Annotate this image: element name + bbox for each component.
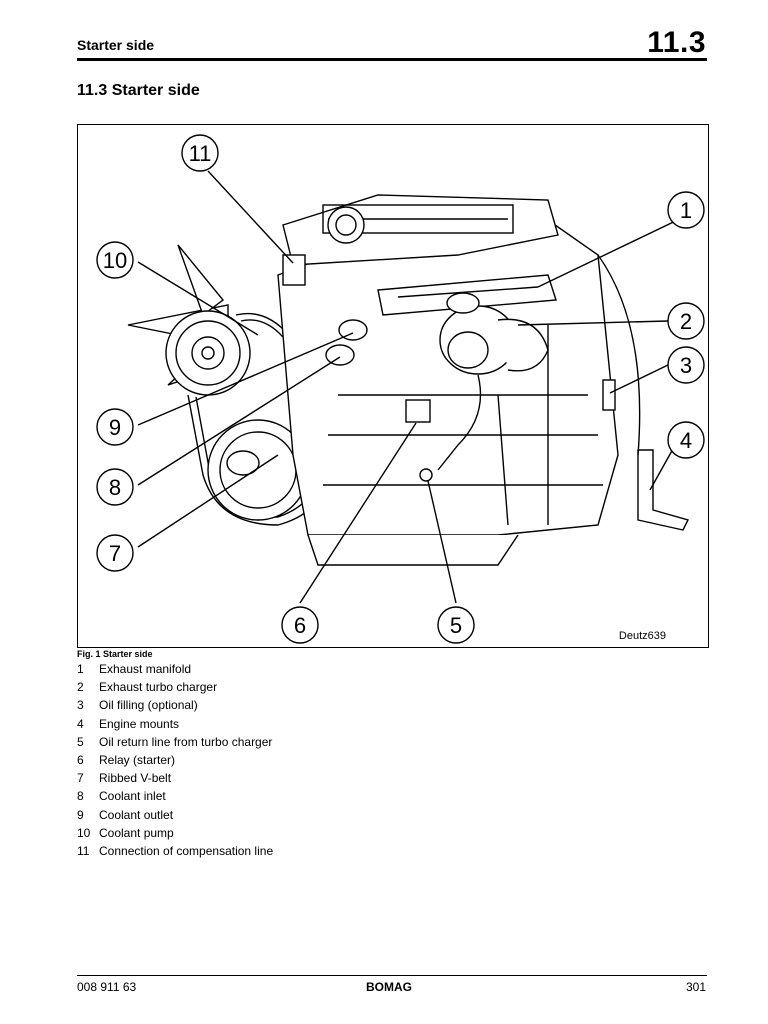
legend-number: 4	[77, 716, 84, 731]
legend-text: Exhaust turbo charger	[99, 680, 218, 695]
legend-number: 1	[77, 662, 84, 676]
legend-list: 1 Exhaust manifold 2 Exhaust turbo charger…	[77, 662, 273, 862]
legend-item: 10 Coolant pump	[77, 826, 273, 844]
legend-number: 7	[77, 771, 84, 786]
callout-2: 2	[680, 309, 692, 334]
legend-number: 5	[77, 734, 84, 749]
legend-item: 5 Oil return line from turbo charger	[77, 735, 273, 753]
legend-item: 2 Exhaust turbo charger	[77, 680, 273, 698]
header-section-number: 11.3	[647, 26, 706, 59]
footer-brand: BOMAG	[366, 980, 412, 994]
callout-1: 1	[680, 198, 692, 223]
callout-8: 8	[109, 475, 121, 500]
legend-text: Engine mounts	[99, 716, 180, 731]
header-rule	[77, 58, 707, 61]
legend-number: 9	[77, 807, 84, 822]
legend-number: 6	[77, 752, 84, 767]
callout-11: 11	[189, 141, 212, 166]
legend-number: 10	[77, 825, 91, 840]
legend-item: 11 Connection of compensation line	[77, 844, 273, 862]
image-label: Deutz639	[619, 630, 666, 642]
callout-10: 10	[103, 248, 127, 273]
legend-text: Oil return line from turbo charger	[99, 734, 273, 749]
callout-4: 4	[680, 428, 692, 453]
legend-item: 1 Exhaust manifold	[77, 662, 273, 680]
legend-item: 7 Ribbed V-belt	[77, 771, 273, 789]
legend-number: 8	[77, 789, 84, 804]
callout-5: 5	[450, 613, 462, 638]
legend-item: 6 Relay (starter)	[77, 753, 273, 771]
figure-caption: Fig. 1 Starter side	[77, 649, 153, 659]
footer-rule	[77, 975, 707, 976]
legend-text: Coolant inlet	[99, 789, 166, 804]
legend-text: Coolant pump	[99, 825, 174, 840]
legend-text: Ribbed V-belt	[99, 771, 172, 786]
legend-item: 9 Coolant outlet	[77, 808, 273, 826]
callout-9: 9	[109, 415, 121, 440]
legend-number: 11	[77, 843, 90, 858]
legend-text: Oil filling (optional)	[99, 698, 198, 713]
legend-number: 3	[77, 698, 84, 713]
footer-doc-number: 008 911 63	[77, 980, 137, 994]
legend-text: Coolant outlet	[99, 807, 174, 822]
callout-6: 6	[294, 613, 306, 638]
header-title: Starter side	[77, 37, 155, 53]
legend-item: 8 Coolant inlet	[77, 789, 273, 807]
legend-text: Exhaust manifold	[99, 662, 192, 676]
section-title: 11.3 Starter side	[77, 82, 200, 99]
engine-drawing: 1 2 3 4 5 6 7 8 9 10 11 Deutz639	[96, 134, 705, 644]
callout-3: 3	[680, 353, 692, 378]
callout-7: 7	[109, 541, 121, 566]
legend-text: Relay (starter)	[99, 752, 176, 767]
engine-figure: 1 2 3 4 5 6 7 8 9 10 11 Deutz639	[77, 124, 709, 648]
legend-text: Connection of compensation line	[99, 843, 274, 858]
footer-page-number: 301	[685, 980, 706, 994]
legend-number: 2	[77, 680, 84, 695]
legend-item: 4 Engine mounts	[77, 717, 273, 735]
legend-item: 3 Oil filling (optional)	[77, 698, 273, 716]
